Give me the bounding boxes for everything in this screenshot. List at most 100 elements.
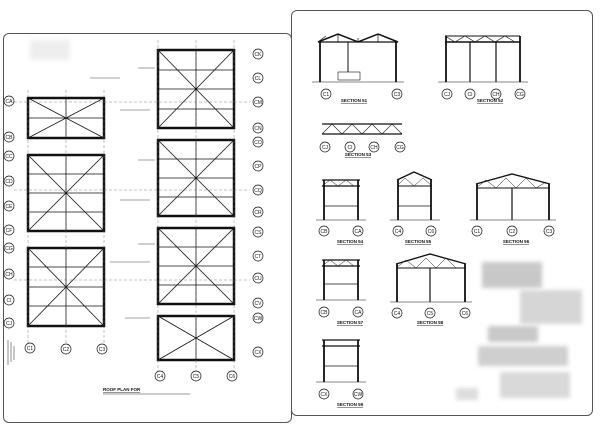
section-59-grid-cw: CW: [354, 392, 363, 398]
plan-title: ROOF PLAN FOR: [103, 387, 141, 392]
title-block-blur-4: [478, 346, 568, 366]
gridline-ct: CT: [255, 254, 262, 260]
gridline-cu-circle: [252, 272, 264, 284]
title-block-blur-5: [500, 372, 570, 398]
section-title-52: SECTION 52: [477, 98, 504, 103]
section-title-56: SECTION 56: [503, 239, 530, 244]
section-55-grid-c4-circle: [392, 225, 404, 237]
section-57-grid-ca-circle: [352, 306, 364, 318]
gridline-cl-circle: [252, 72, 264, 84]
gridline-c3: C3: [99, 347, 106, 353]
gridline-cm: CM: [254, 100, 262, 106]
section-title-55: SECTION 55: [405, 239, 432, 244]
section-53-grid-cg-circle: [394, 141, 406, 153]
gridline-c2-circle: [60, 343, 72, 355]
gridline-ce-circle: [3, 200, 15, 212]
section-56-grid-c2-circle: [506, 225, 518, 237]
section-56-grid-c3: C3: [546, 229, 553, 235]
gridline-ca: CA: [6, 99, 14, 105]
section-52-grid-cg: CG: [516, 92, 524, 98]
gridline-cn: CN: [254, 126, 262, 132]
gridline-cx-circle: [252, 346, 264, 358]
section-55-grid-c4: C4: [395, 229, 402, 235]
gridline-cl: CL: [255, 76, 262, 82]
section-54-grid-ca-circle: [352, 225, 364, 237]
section-54-grid-ca: CA: [355, 229, 363, 235]
gridline-cw-circle: [252, 312, 264, 324]
gridline-cx: CX: [255, 350, 263, 356]
section-55-grid-c6-circle: [425, 225, 437, 237]
gridline-co-circle: [252, 136, 264, 148]
section-54-grid-cb-circle: [318, 225, 330, 237]
gridline-c3-circle: [96, 343, 108, 355]
gridline-cc: CC: [5, 154, 13, 160]
section-title-59: SECTION 59: [337, 402, 364, 407]
section-52-drawing: [438, 35, 528, 83]
gridline-cn-circle: [252, 122, 264, 134]
section-57-grid-cb: CB: [321, 310, 329, 316]
gridline-cd-circle: [3, 175, 15, 187]
section-59-grid-cx: CX: [321, 392, 329, 398]
gridline-cp-circle: [252, 160, 264, 172]
gridline-cf-circle: [3, 224, 15, 236]
section-52-grid-ci: CI: [468, 92, 473, 98]
gridline-c5-circle: [190, 370, 202, 382]
gridline-c6-circle: [226, 370, 238, 382]
section-52-grid-cg-circle: [514, 88, 526, 100]
section-59-grid-cw-circle: [352, 388, 364, 400]
section-57-grid-ca: CA: [355, 310, 363, 316]
section-54-drawing: [316, 179, 366, 221]
section-56-grid-c3-circle: [543, 225, 555, 237]
section-58-grid-c6-circle: [459, 307, 471, 319]
gridline-cg: CG: [5, 246, 13, 252]
gridline-cf: CF: [6, 228, 13, 234]
gridline-ch-circle: [3, 268, 15, 280]
gridline-cr-circle: [252, 206, 264, 218]
title-block-blur-3: [488, 326, 538, 342]
section-56-grid-c1-circle: [471, 225, 483, 237]
section-title-58: SECTION 58: [417, 320, 444, 325]
gridline-cc-circle: [3, 150, 15, 162]
watermark-blur: [30, 40, 70, 60]
gridline-c6: C6: [229, 374, 236, 380]
section-53-grid-ch: CH: [370, 145, 378, 151]
section-51-drawing: [312, 33, 404, 83]
gridline-cb-circle: [3, 131, 15, 143]
gridline-ck-circle: [252, 48, 264, 60]
section-52-grid-ci-circle: [464, 88, 476, 100]
gridline-ch: CH: [5, 272, 13, 278]
section-title-51: SECTION 51: [341, 98, 368, 103]
sections-panel: [291, 10, 593, 416]
section-51-grid-c3-circle: [391, 88, 403, 100]
section-51-grid-c3: C3: [394, 92, 401, 98]
section-title-53: SECTION 53: [345, 152, 372, 157]
section-55-grid-c6: C6: [428, 229, 435, 235]
gridline-cr: CR: [254, 210, 262, 216]
section-57-drawing: [316, 259, 366, 301]
gridline-cm-circle: [252, 96, 264, 108]
gridline-cw: CW: [254, 316, 263, 322]
stamp-blur: [456, 388, 478, 400]
section-58-grid-c4-circle: [391, 307, 403, 319]
gridline-cu: CU: [254, 276, 262, 282]
gridline-cd: CD: [5, 179, 13, 185]
grid-lines: [14, 40, 250, 375]
section-59-drawing: [316, 339, 366, 383]
title-block-blur-1: [482, 262, 542, 288]
gridline-c4: C4: [157, 374, 164, 380]
section-53-grid-cg: CG: [396, 145, 404, 151]
section-56-drawing: [470, 173, 556, 221]
gridline-cj: CJ: [6, 321, 13, 327]
gridline-c4-circle: [154, 370, 166, 382]
side-notes: [7, 340, 15, 365]
section-53-drawing: [321, 123, 403, 135]
section-53-grid-ch-circle: [368, 141, 380, 153]
section-56-grid-c2: C2: [509, 229, 516, 235]
gridline-co: CO: [254, 140, 262, 146]
